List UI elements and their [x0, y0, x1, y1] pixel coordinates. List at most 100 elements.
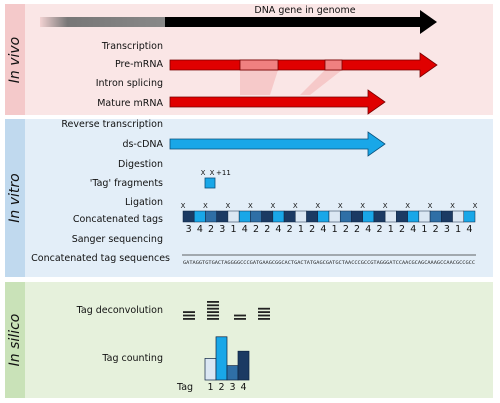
- fragment-mark-3: +11: [216, 169, 231, 177]
- concat-tag-number: 4: [197, 224, 203, 235]
- cut-mark: X: [293, 202, 298, 210]
- concat-tag: [418, 210, 431, 223]
- cut-mark: X: [428, 202, 433, 210]
- concat-tag-number: 2: [399, 224, 405, 235]
- concat-tag: [205, 210, 217, 223]
- intron-2: [324, 59, 343, 71]
- concat-tag: [407, 210, 420, 223]
- splice-shade-1: [240, 70, 278, 95]
- in-silico-panel: [25, 282, 493, 398]
- concat-tag: [306, 210, 319, 223]
- concat-tag: [351, 210, 363, 223]
- concat-tag-number: 4: [320, 224, 326, 235]
- counting-label: Tag counting: [101, 353, 163, 364]
- concat-tag-number: 1: [298, 224, 304, 235]
- concat-tag: [339, 210, 352, 223]
- splice-shade-2: [300, 70, 342, 95]
- in-silico-label: In silico: [7, 314, 23, 367]
- concat-tag-number: 4: [466, 224, 472, 235]
- concat-tag-number: 2: [287, 224, 293, 235]
- concat-tag-number: 2: [354, 224, 360, 235]
- cut-mark: X: [315, 202, 320, 210]
- cut-mark: X: [181, 202, 186, 210]
- concat-label: Concatenated tags: [73, 214, 163, 225]
- deconv-tag-line: [234, 314, 246, 317]
- fragment-mark-2: X: [210, 169, 215, 177]
- deconv-tag-line: [258, 318, 270, 320]
- mature-mrna-arrow: [169, 89, 386, 115]
- concat-tag: [384, 210, 397, 223]
- cut-mark: X: [203, 202, 208, 210]
- concat-tag-number: 4: [242, 224, 248, 235]
- transcription-label: Transcription: [101, 41, 163, 52]
- concat-tag-number: 1: [421, 224, 427, 235]
- tag-fragment: [204, 177, 216, 189]
- ds-cdna-arrow: [169, 131, 386, 157]
- concat-tag-number: 4: [365, 224, 371, 235]
- concat-seq-label: Concatenated tag sequences: [31, 253, 170, 264]
- in-silico-band: [5, 282, 25, 398]
- ligation-label: Ligation: [125, 197, 163, 208]
- concat-tag-number: 2: [253, 224, 259, 235]
- deconv-tag-line: [207, 318, 219, 320]
- rt-label: Reverse transcription: [61, 119, 163, 130]
- genomic-dna-flank: [40, 17, 165, 27]
- concat-tag-number: 1: [455, 224, 461, 235]
- deconv-tag-line: [258, 311, 270, 313]
- tag-count-category: 4: [240, 382, 246, 393]
- concat-tag: [182, 210, 195, 223]
- in-vivo-band: [5, 4, 25, 115]
- concat-tag: [216, 210, 229, 223]
- deconv-tag-line: [183, 314, 195, 317]
- deconv-tag-line: [183, 311, 195, 313]
- intron-1: [239, 59, 279, 71]
- cut-mark: X: [248, 202, 253, 210]
- concat-tag: [272, 210, 285, 223]
- concat-tag: [373, 210, 386, 223]
- deconv-tag-line: [207, 314, 219, 317]
- concat-tag-number: 1: [332, 224, 338, 235]
- concat-tag: [452, 210, 465, 223]
- in-vivo-label: In vivo: [7, 37, 23, 83]
- pre-mrna-label: Pre-mRNA: [115, 59, 163, 70]
- deconv-label: Tag deconvolution: [76, 305, 163, 316]
- concat-tag-number: 2: [309, 224, 315, 235]
- concat-tag: [441, 210, 453, 223]
- cut-mark: X: [405, 202, 410, 210]
- deconvolution-stacks: [183, 301, 270, 320]
- deconv-tag-line: [207, 301, 219, 303]
- cut-mark: X: [383, 202, 388, 210]
- tag-count-bar: [215, 336, 228, 381]
- concat-tag: [317, 210, 330, 223]
- concat-tag-number: 2: [343, 224, 349, 235]
- cut-mark: X: [360, 202, 365, 210]
- concat-tag: [261, 210, 274, 223]
- ds-cdna-label: ds-cDNA: [122, 139, 163, 150]
- digestion-label: Digestion: [118, 159, 163, 170]
- concat-tag-number: 3: [219, 224, 225, 235]
- splicing-label: Intron splicing: [96, 78, 163, 89]
- gene-arrow: [165, 10, 437, 34]
- in-vitro-band: [5, 119, 25, 277]
- concatenated-tags: [182, 210, 476, 223]
- tag-axis-label: Tag: [176, 382, 193, 393]
- tag-count-category: 1: [207, 382, 213, 393]
- cut-mark: X: [450, 202, 455, 210]
- fragments-label: 'Tag' fragments: [90, 178, 163, 189]
- cut-mark: X: [270, 202, 275, 210]
- concat-tag-number: 2: [433, 224, 439, 235]
- tag-count-category: 2: [218, 382, 224, 393]
- cut-mark: X: [226, 202, 231, 210]
- deconv-tag-line: [258, 314, 270, 317]
- deconv-tag-line: [258, 307, 270, 310]
- fragment-mark-1: X: [201, 169, 206, 177]
- concat-tag: [238, 210, 251, 223]
- concat-tag-number: 1: [231, 224, 237, 235]
- tag-count-category: 3: [229, 382, 235, 393]
- mature-mrna-label: Mature mRNA: [97, 98, 163, 109]
- concat-tag: [295, 210, 307, 223]
- deconv-tag-line: [183, 318, 195, 320]
